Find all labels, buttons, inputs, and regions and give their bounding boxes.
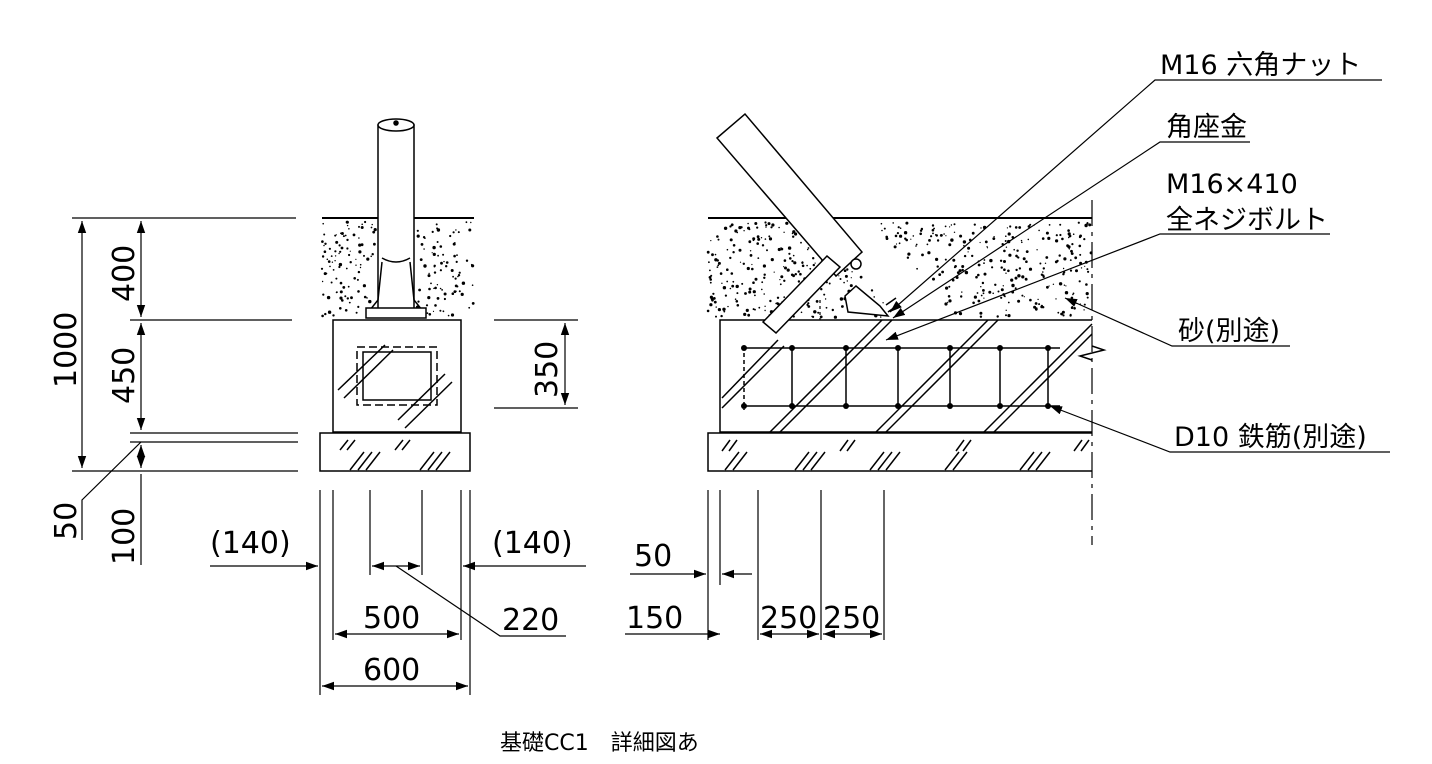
right-leader-lines (885, 79, 1390, 453)
dim-lower-height: 100 (107, 508, 142, 565)
callout-washer: 角座金 (1166, 112, 1247, 143)
left-anchor-frame (356, 346, 438, 406)
left-horizontal-dimensions (210, 561, 586, 691)
dim-overall-width: 600 (363, 653, 420, 688)
right-horizontal-dimensions (625, 569, 882, 639)
right-tilted-post (715, 112, 899, 335)
dim-edge: 150 (626, 601, 683, 636)
left-post (365, 118, 427, 319)
left-block-hatch (337, 344, 453, 429)
dim-edge-right: (140) (492, 526, 573, 561)
dim-spacing-b: 250 (823, 601, 880, 636)
callout-labels: M16 六角ナット 角座金 M16×410 全ネジボルト 砂(別途) D10 鉄… (1160, 50, 1367, 453)
dim-thin-height: 50 (49, 502, 84, 540)
left-extension-lines (72, 217, 578, 695)
dim-edge-left: (140) (210, 526, 291, 561)
right-rebar (743, 346, 1060, 410)
dim-body-width: 500 (363, 601, 420, 636)
callout-sand: 砂(別途) (1178, 316, 1280, 347)
dim-inner-height: 350 (530, 341, 565, 398)
right-extension-lines (707, 300, 885, 640)
left-dimension-labels: 1000 400 450 50 100 350 (140) (140) 220 … (49, 245, 573, 688)
dim-offset: 50 (634, 539, 672, 574)
drawing-caption: 基礎CC1 詳細図あ (500, 731, 699, 756)
left-view (72, 118, 586, 695)
right-concrete-block (719, 319, 1092, 433)
left-vertical-dimensions (77, 221, 570, 565)
left-concrete-block (332, 319, 462, 433)
callout-nut: M16 六角ナット (1160, 50, 1361, 81)
dim-upper-height: 400 (107, 245, 142, 302)
callout-bolt-type: 全ネジボルト (1166, 205, 1328, 236)
right-block-hatch (721, 319, 1093, 433)
right-view (625, 79, 1390, 640)
right-base-slab (707, 432, 1092, 472)
dim-total-height: 1000 (49, 312, 84, 388)
dim-middle-height: 450 (107, 347, 142, 404)
right-dimension-labels: 50 150 250 250 (626, 539, 880, 636)
dim-spacing-a: 250 (760, 601, 817, 636)
callout-bolt-size: M16×410 (1166, 169, 1298, 200)
dim-inner-width: 220 (502, 603, 559, 638)
left-base-slab (319, 432, 471, 472)
callout-rebar: D10 鉄筋(別途) (1174, 422, 1367, 453)
